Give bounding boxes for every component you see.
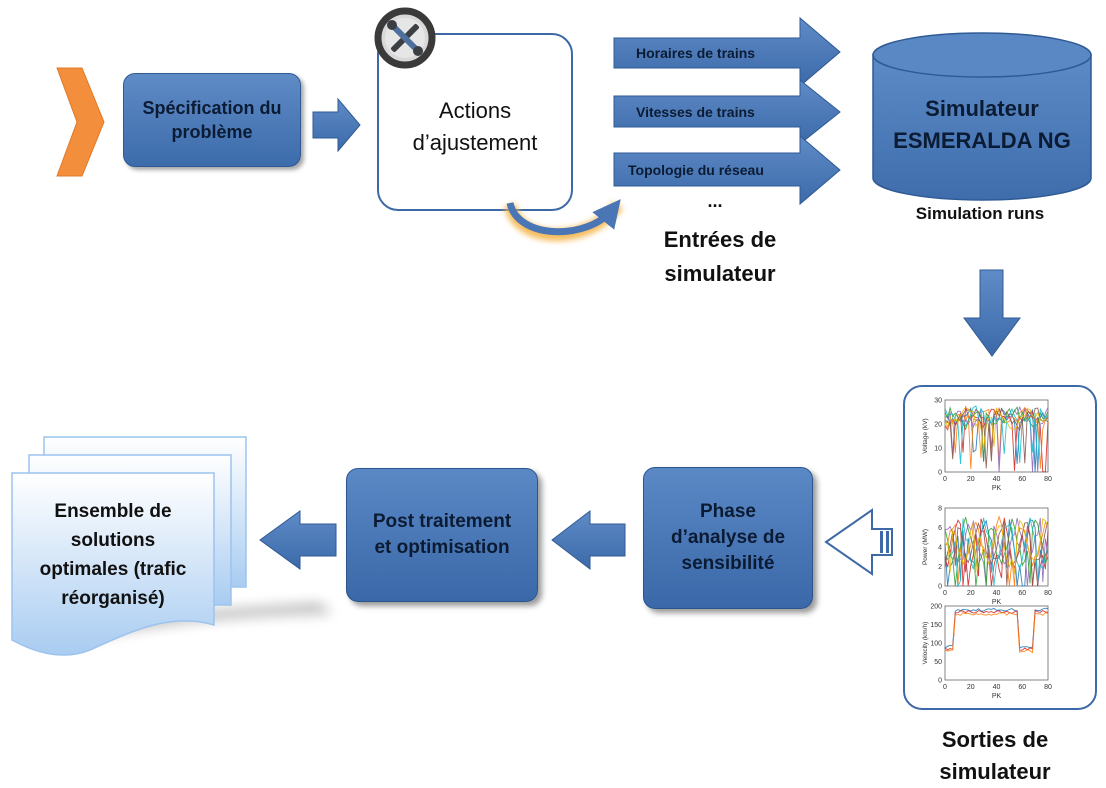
y-tick-label: 150: [930, 622, 942, 629]
y-tick-label: 200: [930, 604, 942, 611]
inputs-ellipsis: ...: [707, 190, 723, 211]
plot-trace: [944, 517, 1049, 574]
start-arrow: [56, 67, 105, 177]
y-tick-label: 2: [938, 564, 942, 571]
plot-trace: [944, 612, 1049, 654]
outputs-caption: Sorties de simulateur: [920, 724, 1070, 788]
input-arrow-1: [613, 16, 841, 88]
arrow-hollow: [824, 508, 893, 576]
y-tick-label: 4: [938, 545, 942, 552]
outputs-caption-text: Sorties de simulateur: [939, 727, 1051, 784]
inputs-caption: Entrées de simulateur: [640, 222, 800, 292]
x-axis-label: PK: [992, 599, 1002, 606]
x-tick-label: 40: [993, 590, 1001, 597]
y-tick-label: 0: [938, 678, 942, 685]
actions-box-shape: [377, 33, 573, 211]
y-tick-label: 100: [930, 641, 942, 648]
x-tick-label: 0: [943, 476, 947, 483]
actions-box-label: Actions d’ajustement: [412, 98, 538, 155]
x-tick-label: 20: [967, 684, 975, 691]
plot-trace: [944, 609, 1049, 651]
y-tick-label: 8: [938, 506, 942, 513]
simulator-cylinder: [872, 32, 1092, 201]
post-box[interactable]: Post traitement et optimisation: [346, 468, 538, 602]
input-label-2: Vitesses de trains: [636, 103, 755, 120]
arrow-analysis-to-post: [551, 509, 626, 571]
input-arrow-3: [613, 134, 841, 206]
y-tick-label: 6: [938, 525, 942, 532]
simulation-runs-caption: Simulation runs: [915, 204, 1045, 223]
y-tick-label: 30: [934, 398, 942, 405]
x-tick-label: 0: [943, 684, 947, 691]
plot-frame: [944, 605, 1049, 681]
analysis-box-label: Phase d’analyse de sensibilité: [670, 501, 786, 574]
x-tick-label: 60: [1018, 590, 1026, 597]
x-tick-label: 20: [967, 476, 975, 483]
simulator-title-line1: Simulateur: [925, 96, 1039, 121]
y-tick-label: 20: [934, 422, 942, 429]
x-tick-label: 80: [1044, 476, 1052, 483]
spec-box-label: Spécification du problème: [142, 98, 282, 142]
plot-trace: [944, 607, 1049, 649]
input-arrow-2: [613, 78, 841, 146]
result-document-stack: [11, 436, 332, 656]
y-tick-label: 10: [934, 446, 942, 453]
simulator-title-line2: ESMERALDA NG: [893, 128, 1071, 153]
x-tick-label: 40: [993, 684, 1001, 691]
actions-box[interactable]: Actions d’ajustement: [380, 72, 570, 182]
x-tick-label: 20: [967, 590, 975, 597]
x-axis-label: PK: [992, 693, 1002, 700]
result-doc-text: Ensemble de solutions optimales (trafic …: [39, 501, 187, 609]
x-tick-label: 0: [943, 590, 947, 597]
arrow-down: [963, 269, 1021, 357]
input-label-3: Topologie du réseau: [628, 161, 764, 178]
result-doc-label: Ensemble de solutions optimales (trafic …: [14, 485, 212, 625]
analysis-box[interactable]: Phase d’analyse de sensibilité: [643, 467, 813, 609]
adjust-curve-arrow: [506, 199, 621, 236]
input-label-1: Horaires de trains: [636, 45, 756, 61]
plot-trace: [944, 406, 1049, 451]
plot-trace: [944, 519, 1049, 587]
spec-box[interactable]: Spécification du problème: [123, 73, 301, 167]
simulator-title[interactable]: Simulateur ESMERALDA NG: [873, 85, 1091, 165]
y-axis-label: Power (MW): [922, 529, 929, 565]
y-axis-label: Voltage (kV): [922, 418, 929, 453]
x-tick-label: 80: [1044, 590, 1052, 597]
y-axis-label: Velocity (km/h): [922, 622, 929, 665]
y-tick-label: 50: [934, 659, 942, 666]
x-tick-label: 60: [1018, 684, 1026, 691]
y-tick-label: 0: [938, 470, 942, 477]
wrench-screwdriver-icon: [374, 7, 436, 69]
x-tick-label: 80: [1044, 684, 1052, 691]
post-box-label: Post traitement et optimisation: [372, 511, 512, 558]
x-axis-label: PK: [992, 485, 1002, 492]
inputs-caption-text: Entrées de simulateur: [663, 227, 777, 286]
arrow-post-to-result: [259, 510, 337, 570]
x-tick-label: 40: [993, 476, 1001, 483]
y-tick-label: 0: [938, 584, 942, 591]
plot-trace: [944, 405, 1049, 469]
arrow-spec-to-actions: [312, 97, 361, 153]
x-tick-label: 60: [1018, 476, 1026, 483]
